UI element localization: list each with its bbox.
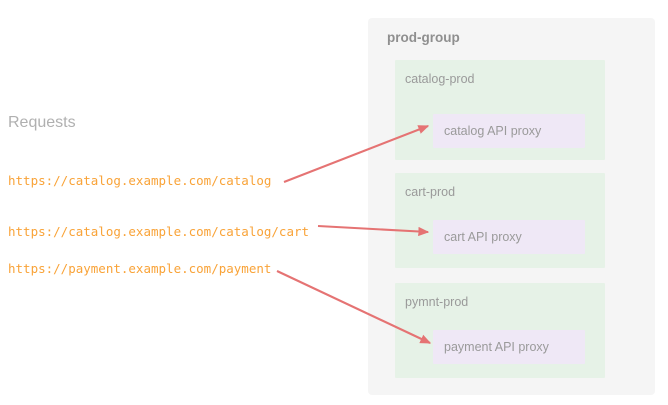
proxy-label-cart-api-proxy: cart API proxy xyxy=(444,230,522,244)
environment-label-pymnt-prod: pymnt-prod xyxy=(405,295,469,309)
environment-label-cart-prod: cart-prod xyxy=(405,185,456,199)
proxy-box-catalog-api-proxy: catalog API proxy xyxy=(433,114,585,148)
environment-box-pymnt-prod: pymnt-prod payment API proxy xyxy=(395,283,605,378)
proxy-label-catalog-api-proxy: catalog API proxy xyxy=(444,124,542,138)
requests-heading: Requests xyxy=(8,114,76,131)
prod-group-title: prod-group xyxy=(387,30,460,45)
proxy-box-cart-api-proxy: cart API proxy xyxy=(433,220,585,254)
environment-box-cart-prod: cart-prod cart API proxy xyxy=(395,173,605,268)
environment-box-catalog-prod: catalog-prod catalog API proxy xyxy=(395,60,605,160)
requests-panel: Requests https://catalog.example.com/cat… xyxy=(8,114,310,276)
request-url-payment: https://payment.example.com/payment xyxy=(8,261,272,276)
proxy-box-payment-api-proxy: payment API proxy xyxy=(433,330,585,364)
request-url-catalog: https://catalog.example.com/catalog xyxy=(8,173,272,188)
prod-group-panel: prod-group catalog-prod catalog API prox… xyxy=(368,18,655,395)
proxy-label-payment-api-proxy: payment API proxy xyxy=(444,340,549,354)
request-url-catalog-cart: https://catalog.example.com/catalog/cart xyxy=(8,224,310,239)
environment-label-catalog-prod: catalog-prod xyxy=(405,72,475,86)
